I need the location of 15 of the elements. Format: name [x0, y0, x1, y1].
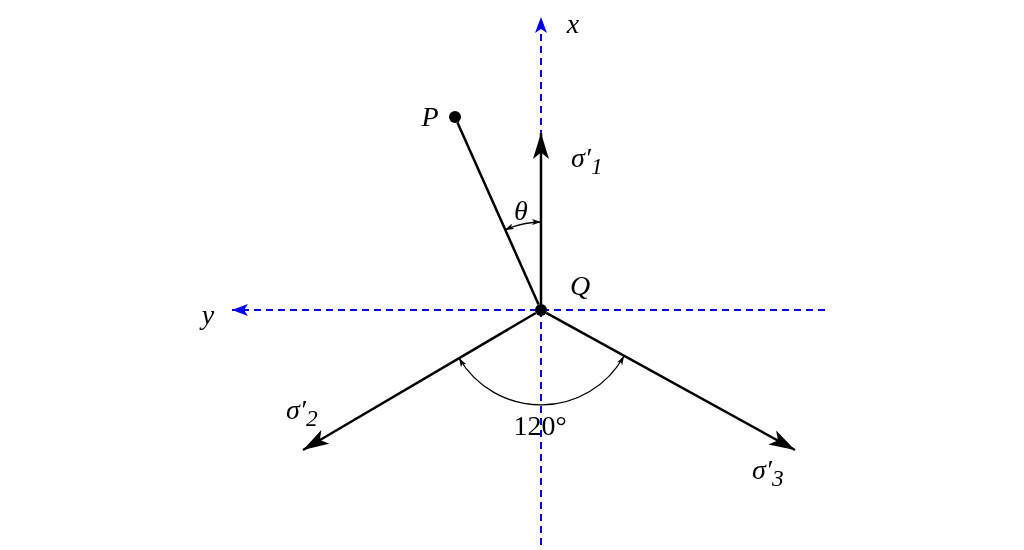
line: [456, 121, 540, 306]
axis-label: y: [201, 301, 215, 329]
axis-label: x: [566, 10, 580, 38]
arrow: [545, 311, 796, 452]
vector-label: σ′$_{1}$: [541, 130, 611, 180]
point-dot: [535, 304, 547, 316]
arrow: [533, 133, 549, 304]
point-label: P: [421, 103, 439, 131]
angle-label: 120°: [513, 412, 567, 440]
arrow: [302, 311, 537, 452]
point-label: Q: [569, 272, 591, 300]
point-dot: [449, 111, 461, 123]
angle-label: θ: [514, 197, 528, 225]
vector-label: σ′$_{3}$: [746, 450, 800, 492]
vector-label: σ′$_{2}$: [280, 394, 326, 450]
